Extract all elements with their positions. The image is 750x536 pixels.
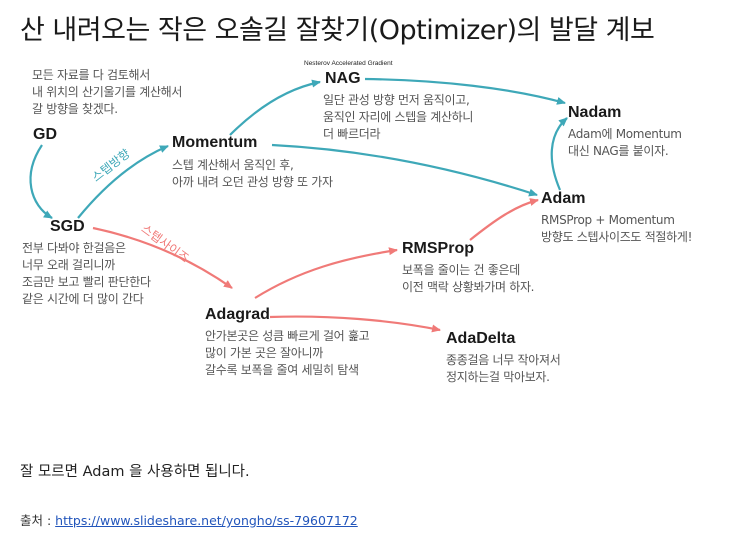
nag-subtitle: Nesterov Accelerated Gradient (304, 60, 393, 67)
edge-sgd-adagrad (92, 226, 233, 289)
node-nadam: Nadam (568, 104, 622, 121)
adam-description: RMSProp + Momentum 방향도 스텝사이즈도 적절하게! (541, 213, 693, 244)
edge-sgd-momentum (77, 144, 169, 219)
nadam-description: Adam에 Momentum 대신 NAG를 붙이자. (568, 127, 682, 158)
adadelta-description: 종종걸음 너무 작아져서 정지하는걸 막아보자. (446, 353, 561, 384)
recommendation-note: 잘 모르면 Adam 을 사용하면 됩니다. (20, 464, 250, 480)
rmsprop-description: 보폭을 줄이는 건 좋은데 이전 맥락 상황봐가며 하자. (402, 263, 535, 294)
source-link[interactable]: https://www.slideshare.net/yongho/ss-796… (55, 513, 358, 528)
edge-momentum-nag (229, 79, 321, 136)
source-line: 출처 : https://www.slideshare.net/yongho/s… (20, 510, 358, 529)
edge-nag-nadam (364, 77, 566, 105)
edge-adam-nadam (550, 117, 568, 191)
gd-description: 모든 자료를 다 검토해서 내 위치의 산기울기를 계산해서 갈 방향을 찾겠다… (32, 68, 183, 116)
source-prefix: 출처 : (20, 513, 56, 528)
node-nag: NAG (325, 70, 361, 87)
edge-rmsprop-adam (469, 198, 539, 241)
edge-adagrad-rmsprop (254, 247, 398, 299)
adagrad-description: 안가본곳은 성큼 빠르게 걸어 훑고 많이 가본 곳은 잘아니까 갈수록 보폭을… (205, 329, 370, 377)
nag-description: 일단 관성 방향 먼저 움직이고, 움직인 자리에 스텝을 계산하니 더 빠르더… (323, 93, 474, 141)
momentum-description: 스텝 계산해서 움직인 후, 아까 내려 오던 관성 방향 또 가자 (172, 158, 333, 189)
node-rmsprop: RMSProp (402, 240, 474, 257)
node-adagrad: Adagrad (205, 306, 270, 323)
sgd-description: 전부 다봐야 한걸음은 너무 오래 걸리니까 조금만 보고 빨리 판단한다 같은… (22, 241, 151, 306)
node-adadelta: AdaDelta (446, 330, 516, 347)
edge-momentum-adam (271, 143, 538, 197)
edge-gd-sgd (29, 144, 53, 219)
node-gd: GD (33, 126, 57, 143)
page-title: 산 내려오는 작은 오솔길 잘찾기(Optimizer)의 발달 계보 (20, 15, 655, 46)
node-adam: Adam (541, 190, 586, 207)
edge-adagrad-adadelta (269, 315, 441, 333)
node-sgd: SGD (50, 218, 85, 235)
node-momentum: Momentum (172, 134, 258, 151)
